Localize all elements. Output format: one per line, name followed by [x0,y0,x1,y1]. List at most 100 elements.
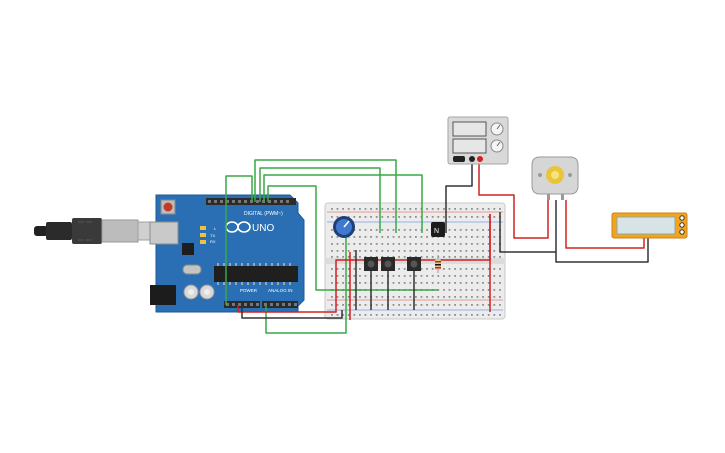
breadboard-hole[interactable] [493,296,496,298]
breadboard-hole[interactable] [387,229,389,231]
breadboard-hole[interactable] [398,275,400,277]
breadboard-hole[interactable] [471,282,473,284]
breadboard-hole[interactable] [426,256,428,258]
breadboard-hole[interactable] [353,282,356,284]
breadboard-hole[interactable] [437,289,440,291]
breadboard-hole[interactable] [420,268,423,270]
breadboard-hole[interactable] [454,236,456,238]
breadboard-hole[interactable] [471,314,473,316]
breadboard-hole[interactable] [415,282,417,284]
breadboard-hole[interactable] [359,256,361,258]
breadboard-hole[interactable] [387,250,389,252]
probe-terminal[interactable] [679,222,685,228]
wire-red[interactable] [565,200,645,249]
probe-terminal[interactable] [679,229,685,235]
breadboard-hole[interactable] [409,256,412,258]
breadboard-hole[interactable] [359,275,361,277]
breadboard-hole[interactable] [364,296,367,298]
breadboard-hole[interactable] [370,229,372,231]
breadboard-hole[interactable] [420,250,423,252]
breadboard-hole[interactable] [409,216,412,218]
analog-header[interactable] [262,301,298,308]
breadboard-hole[interactable] [381,314,384,316]
breadboard-hole[interactable] [426,296,428,298]
breadboard-hole[interactable] [471,229,473,231]
breadboard-hole[interactable] [403,229,406,231]
breadboard-hole[interactable] [454,275,456,277]
breadboard-hole[interactable] [359,304,361,306]
breadboard-hole[interactable] [499,296,501,298]
breadboard-hole[interactable] [471,250,473,252]
breadboard-hole[interactable] [448,268,451,270]
breadboard-hole[interactable] [342,314,344,316]
breadboard-hole[interactable] [476,289,479,291]
breadboard-hole[interactable] [387,243,389,245]
breadboard-hole[interactable] [370,208,372,210]
breadboard-hole[interactable] [426,208,428,210]
wire-green[interactable] [225,175,253,305]
breadboard-hole[interactable] [347,216,350,218]
wire-black[interactable] [499,200,557,253]
breadboard-hole[interactable] [364,256,367,258]
breadboard-hole[interactable] [493,243,496,245]
breadboard-hole[interactable] [336,256,339,258]
breadboard-hole[interactable] [331,296,333,298]
breadboard-hole[interactable] [364,282,367,284]
breadboard-hole[interactable] [499,256,501,258]
dc-power-supply[interactable] [447,116,509,165]
breadboard-hole[interactable] [448,275,451,277]
breadboard-hole[interactable] [353,256,356,258]
breadboard-hole[interactable] [476,304,479,306]
breadboard-hole[interactable] [431,256,434,258]
breadboard-hole[interactable] [499,208,501,210]
breadboard-hole[interactable] [448,208,451,210]
breadboard-hole[interactable] [431,282,434,284]
breadboard-hole[interactable] [336,243,339,245]
breadboard-hole[interactable] [353,208,356,210]
breadboard-hole[interactable] [459,296,462,298]
negative-terminal[interactable] [469,156,475,162]
breadboard-hole[interactable] [359,268,361,270]
breadboard-hole[interactable] [353,304,356,306]
breadboard-hole[interactable] [375,208,378,210]
breadboard-hole[interactable] [331,282,333,284]
breadboard-hole[interactable] [426,216,428,218]
breadboard-hole[interactable] [476,314,479,316]
breadboard-hole[interactable] [431,275,434,277]
breadboard-hole[interactable] [487,304,490,306]
breadboard-hole[interactable] [370,250,372,252]
breadboard-hole[interactable] [465,208,468,210]
breadboard-hole[interactable] [336,250,339,252]
breadboard-hole[interactable] [387,208,389,210]
breadboard-hole[interactable] [482,282,484,284]
breadboard-hole[interactable] [476,275,479,277]
breadboard-hole[interactable] [499,275,501,277]
breadboard-hole[interactable] [448,243,451,245]
breadboard-hole[interactable] [364,314,367,316]
breadboard-hole[interactable] [359,296,361,298]
breadboard-hole[interactable] [403,256,406,258]
breadboard-hole[interactable] [493,289,496,291]
breadboard-hole[interactable] [426,282,428,284]
breadboard-hole[interactable] [465,314,468,316]
breadboard-hole[interactable] [487,268,490,270]
breadboard-hole[interactable] [387,236,389,238]
breadboard-hole[interactable] [364,229,367,231]
breadboard-hole[interactable] [431,250,434,252]
breadboard-hole[interactable] [454,314,456,316]
breadboard-hole[interactable] [336,275,339,277]
breadboard-hole[interactable] [420,256,423,258]
breadboard-hole[interactable] [493,216,496,218]
breadboard-hole[interactable] [471,256,473,258]
breadboard-hole[interactable] [454,250,456,252]
breadboard-hole[interactable] [448,250,451,252]
breadboard-hole[interactable] [482,208,484,210]
npn-transistor[interactable]: N [431,222,445,237]
breadboard-hole[interactable] [336,296,339,298]
breadboard-hole[interactable] [443,250,445,252]
breadboard-hole[interactable] [454,243,456,245]
breadboard-hole[interactable] [482,229,484,231]
breadboard-hole[interactable] [493,282,496,284]
breadboard-hole[interactable] [409,314,412,316]
multimeter[interactable] [611,212,688,239]
